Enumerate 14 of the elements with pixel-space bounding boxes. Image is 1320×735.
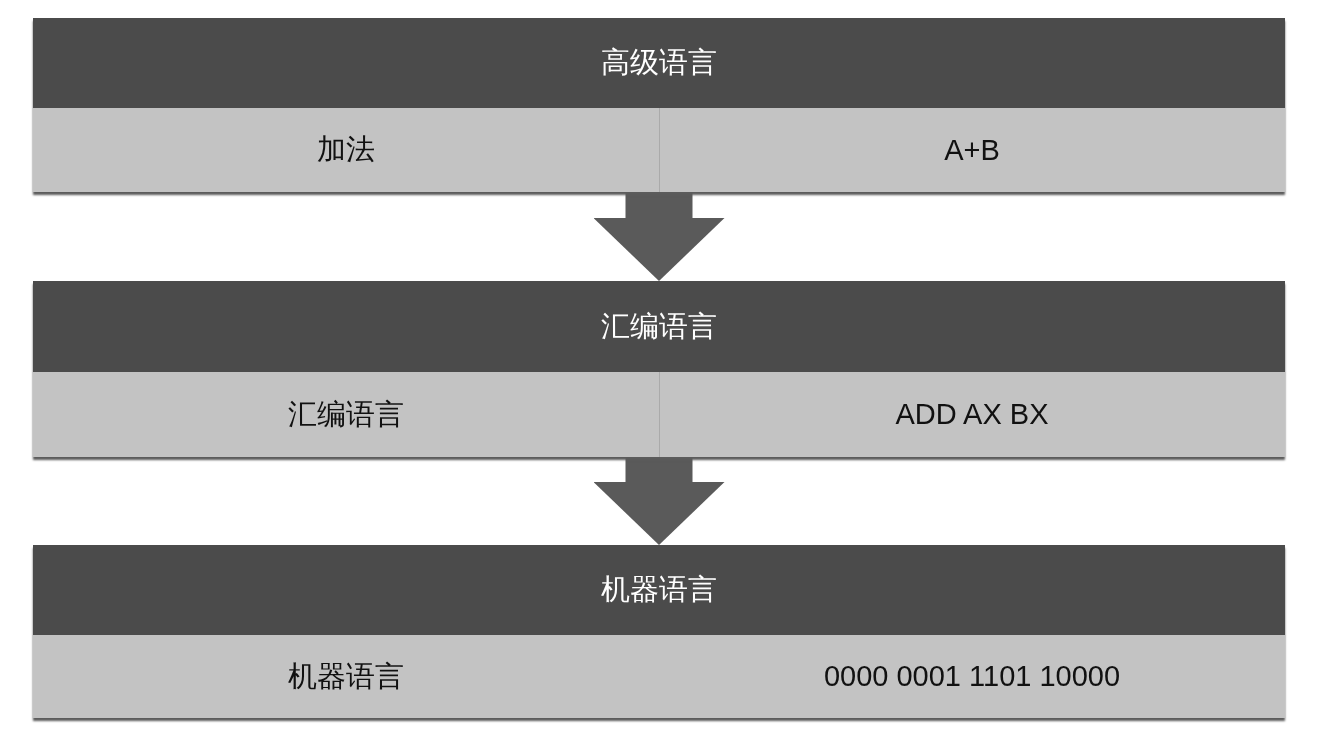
layer-header: 高级语言 bbox=[33, 18, 1285, 108]
term-label: 机器语言 bbox=[288, 658, 404, 694]
block-arrow bbox=[593, 457, 725, 545]
layer-panel bbox=[33, 545, 1285, 718]
layer-panel bbox=[33, 18, 1285, 192]
block-arrow bbox=[593, 192, 725, 281]
layer-header: 汇编语言 bbox=[33, 281, 1285, 372]
layer-header: 机器语言 bbox=[33, 545, 1285, 635]
code-example: 0000 0001 1101 10000 bbox=[823, 660, 1121, 693]
layer-panel bbox=[33, 281, 1285, 457]
term-label: 加法 bbox=[317, 132, 375, 167]
code-example: A+B bbox=[944, 133, 1000, 167]
code-example: ADD AX BX bbox=[895, 398, 1049, 431]
term-label: 汇编语言 bbox=[288, 396, 404, 432]
